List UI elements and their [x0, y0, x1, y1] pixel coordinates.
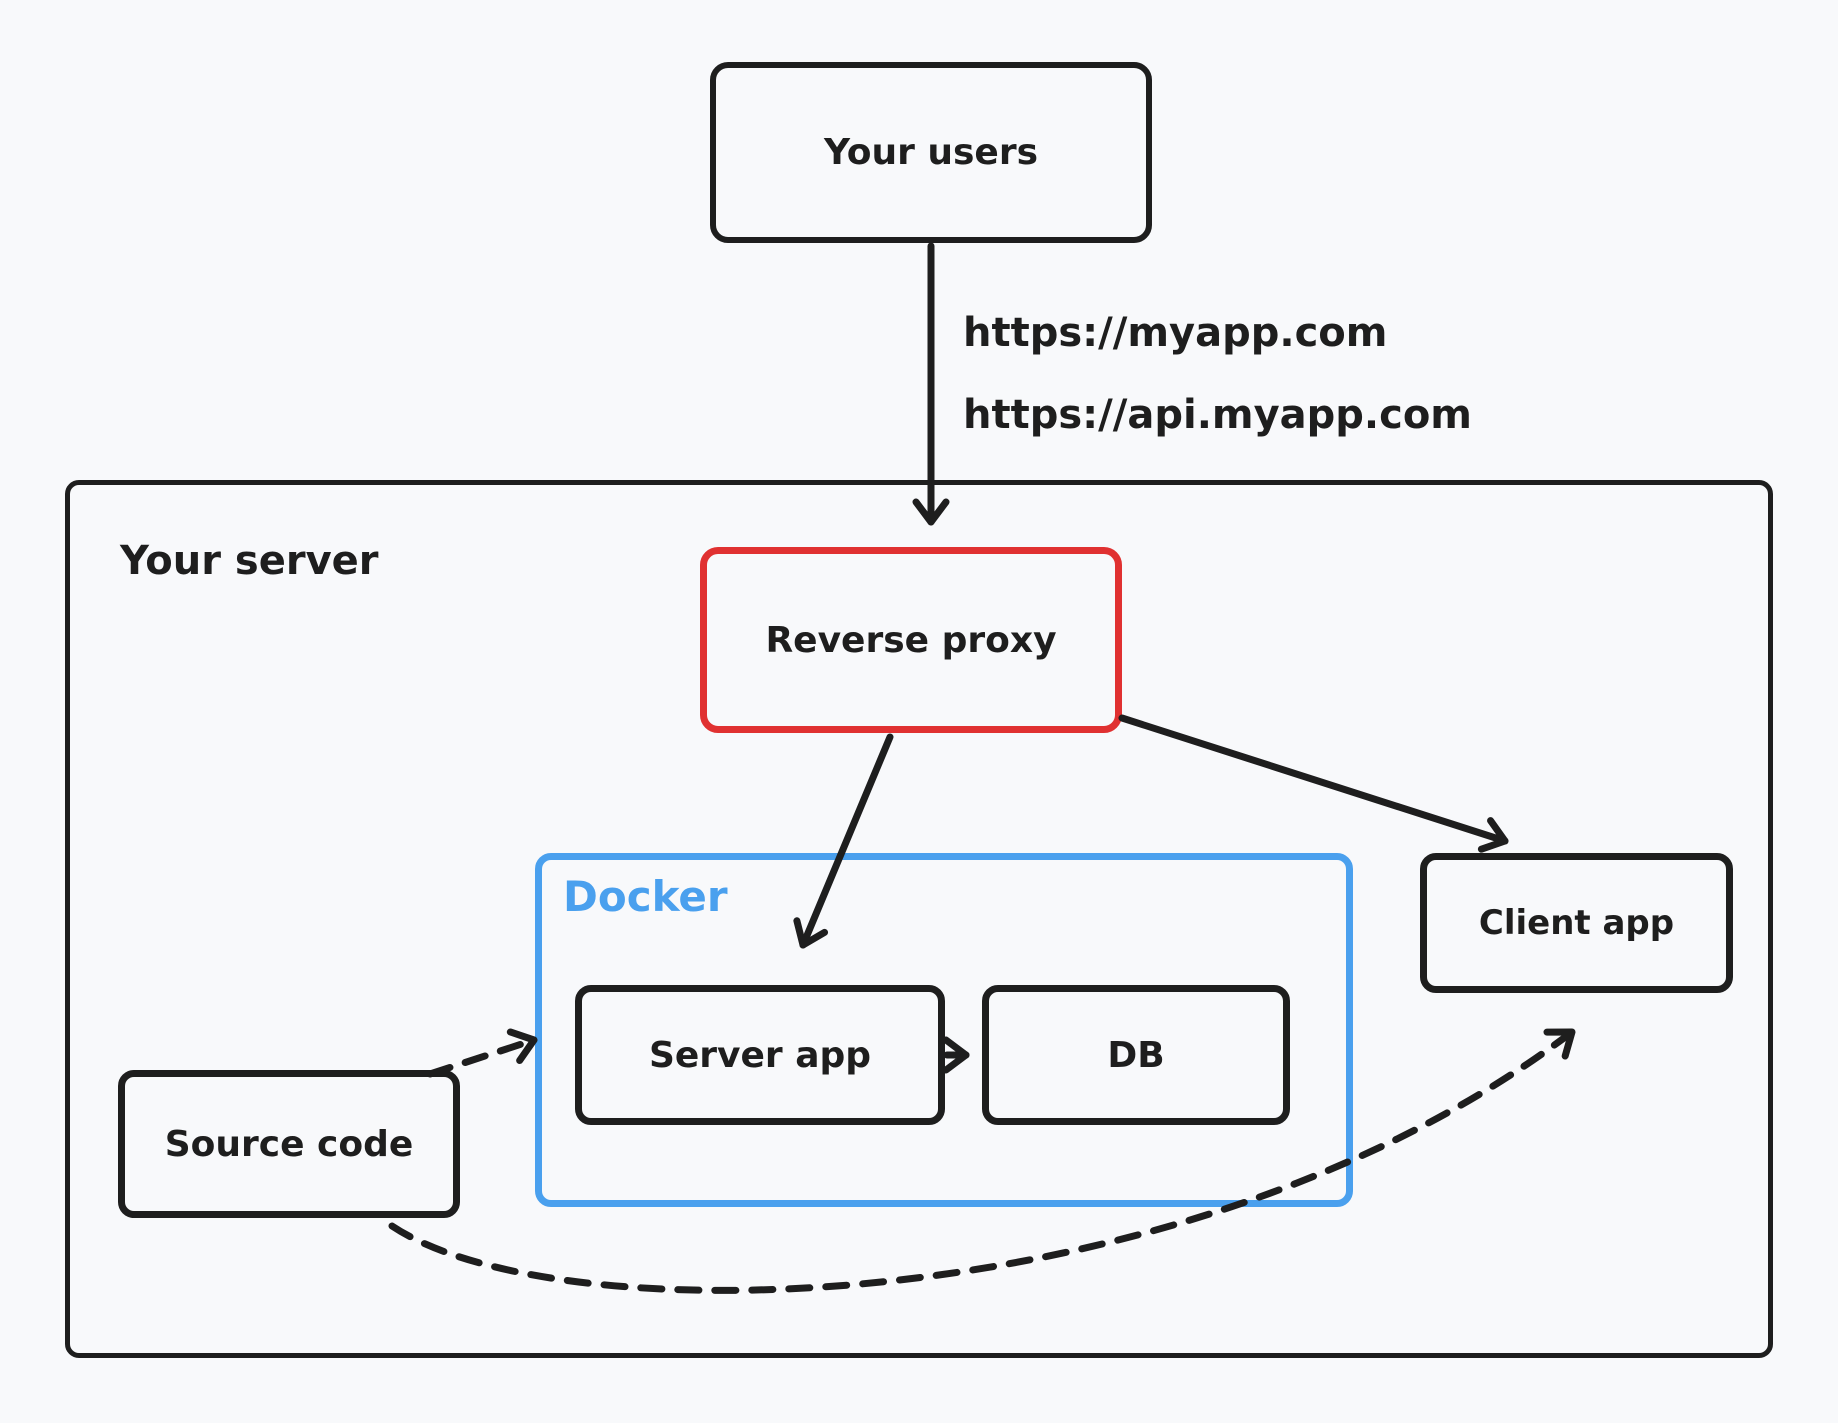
url-myapp: https://myapp.com	[963, 310, 1388, 356]
source-code-node: Source code	[118, 1070, 460, 1218]
your-users-label: Your users	[823, 132, 1039, 173]
docker-label: Docker	[563, 872, 728, 921]
url-api-myapp: https://api.myapp.com	[963, 392, 1472, 438]
reverse-proxy-node: Reverse proxy	[700, 547, 1122, 733]
client-app-label: Client app	[1478, 903, 1675, 943]
db-node: DB	[982, 985, 1290, 1125]
db-label: DB	[1107, 1034, 1165, 1076]
server-app-label: Server app	[648, 1034, 872, 1076]
your-server-label: Your server	[120, 538, 379, 584]
your-server-container	[65, 480, 1773, 1358]
client-app-node: Client app	[1420, 853, 1733, 993]
request-url-labels: https://myapp.com https://api.myapp.com	[963, 292, 1472, 456]
source-code-label: Source code	[164, 1123, 414, 1165]
your-users-node: Your users	[710, 62, 1152, 243]
reverse-proxy-label: Reverse proxy	[765, 619, 1057, 661]
server-app-node: Server app	[575, 985, 945, 1125]
